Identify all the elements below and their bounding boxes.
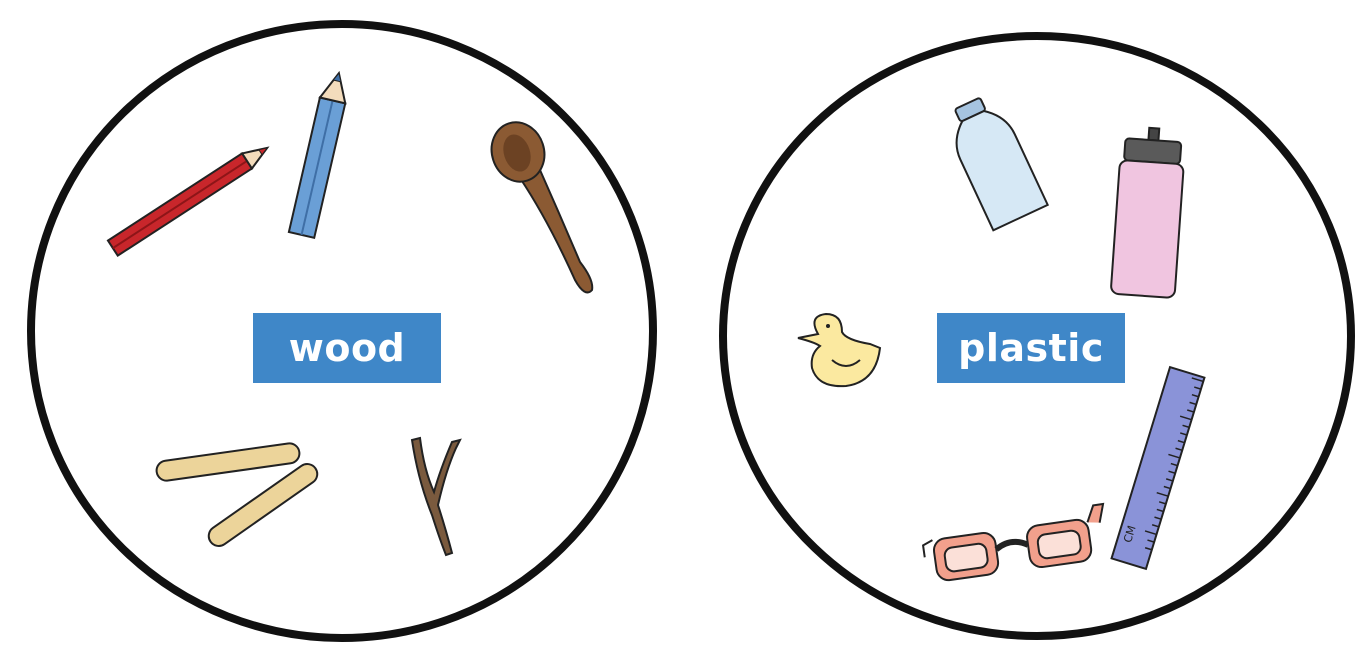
wooden-spoon-icon xyxy=(484,115,592,292)
craft-stick-icon xyxy=(155,442,300,482)
sunglasses-icon xyxy=(921,504,1111,583)
blue-pencil-icon xyxy=(289,70,352,238)
sports-bottle-icon xyxy=(1111,126,1187,298)
rubber-duck-icon xyxy=(798,314,880,386)
plastic-label: plastic xyxy=(937,313,1125,383)
water-bottle-icon xyxy=(940,91,1048,231)
red-pencil-icon xyxy=(108,140,272,255)
ruler-icon: CM xyxy=(1112,367,1205,569)
wood-label: wood xyxy=(253,313,441,383)
twig-icon xyxy=(412,438,460,555)
